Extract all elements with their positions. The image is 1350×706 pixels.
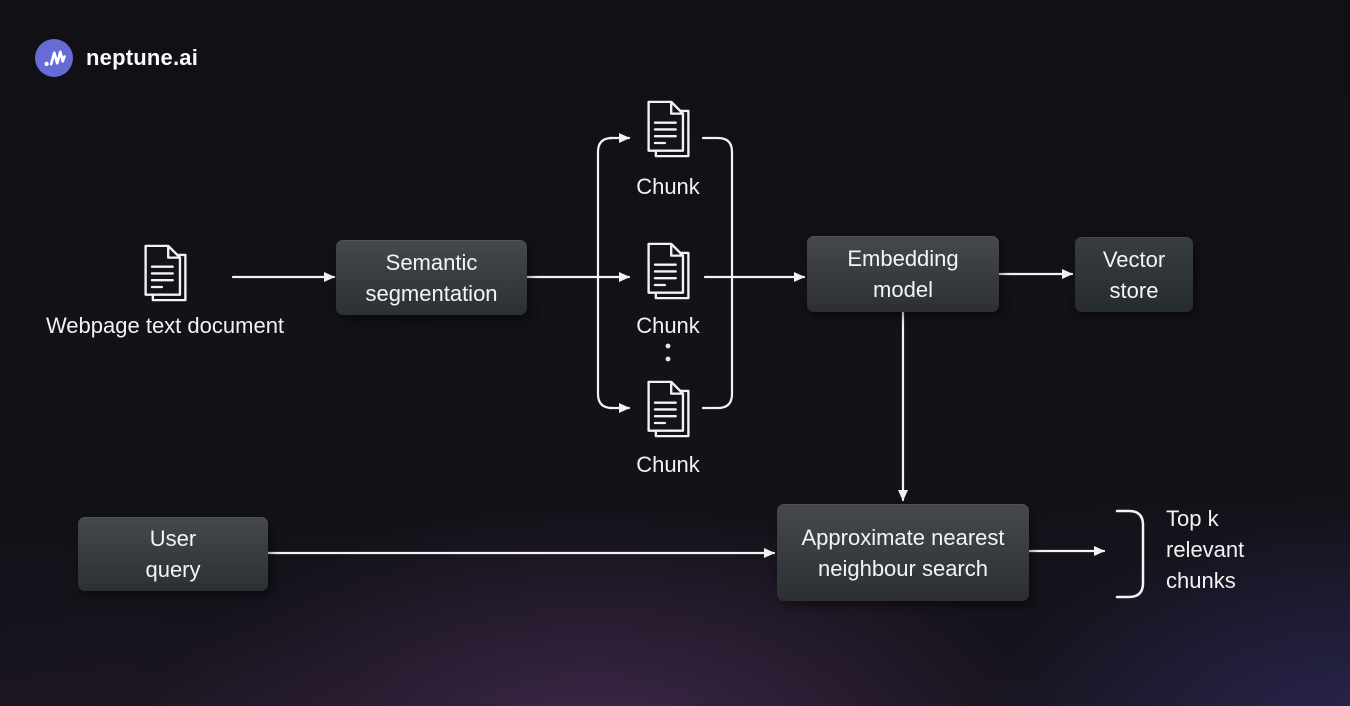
chunk-bottom-label: Chunk	[636, 452, 700, 477]
chunk-middle-document-icon	[645, 240, 692, 307]
top-k-bracket	[1115, 509, 1145, 599]
chunk-top-document-icon	[645, 98, 692, 165]
chunk-bottom-document-icon	[645, 378, 692, 445]
fan-out-bracket	[596, 136, 614, 410]
semantic-segmentation-node: Semantic segmentation	[336, 240, 527, 315]
user-query-node: User query	[78, 517, 268, 591]
top-k-output-label: Top k relevant chunks	[1166, 506, 1245, 593]
ann-search-node: Approximate nearest neighbour search	[777, 504, 1029, 601]
fan-in-bracket	[701, 136, 734, 410]
chunk-top-label: Chunk	[636, 174, 700, 199]
webpage-document-icon	[142, 242, 189, 309]
webpage-document-label: Webpage text document	[45, 313, 285, 338]
neptune-logo-icon	[35, 39, 73, 77]
brand-header: neptune.ai	[35, 38, 198, 78]
embedding-model-node: Embedding model	[807, 236, 999, 312]
brand-name: neptune.ai	[86, 45, 199, 70]
vector-store-node: Vector store	[1075, 237, 1193, 312]
chunk-middle-label: Chunk	[636, 313, 700, 338]
vertical-ellipsis-icon	[665, 343, 671, 362]
